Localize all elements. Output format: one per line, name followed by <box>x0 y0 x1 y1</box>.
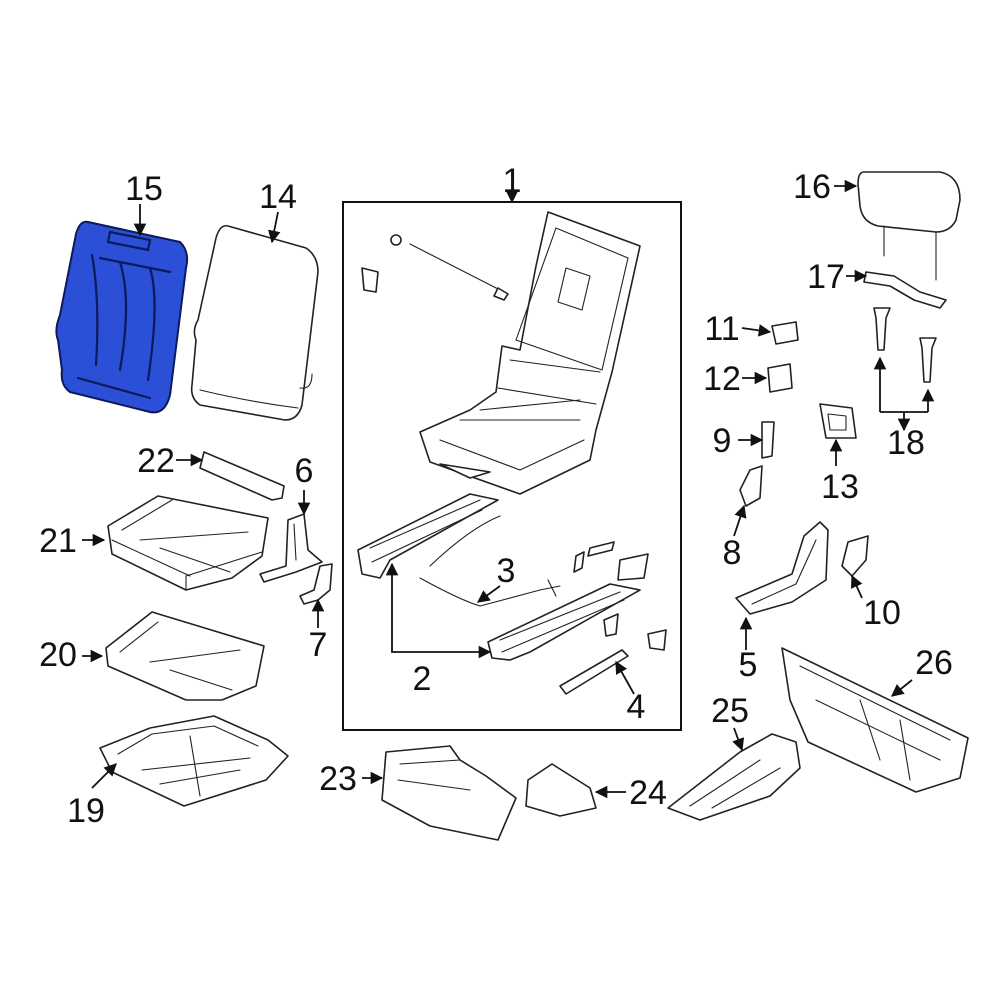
callout-15: 15 <box>125 170 163 208</box>
callout-11: 11 <box>704 310 739 348</box>
callout-16: 16 <box>793 168 831 206</box>
callout-18: 18 <box>887 424 925 462</box>
callout-10: 10 <box>863 594 901 632</box>
part-13-latch-cover[interactable] <box>819 403 857 439</box>
part-23-trim-panel[interactable] <box>381 745 517 841</box>
callout-14: 14 <box>259 178 297 216</box>
part-21-cushion-cover[interactable] <box>107 495 269 591</box>
callout-20: 20 <box>39 636 77 674</box>
part-25-side-shield[interactable] <box>667 733 801 821</box>
callout-1: 1 <box>503 162 522 200</box>
part-9-clip[interactable] <box>761 421 775 459</box>
part-6-bracket[interactable] <box>259 513 323 583</box>
part-20-cushion-pad[interactable] <box>105 611 265 701</box>
callout-6: 6 <box>295 452 314 490</box>
callout-9: 9 <box>713 422 732 460</box>
part-12-cap[interactable] <box>767 363 793 393</box>
part-4-gas-spring[interactable] <box>559 613 667 695</box>
callout-17: 17 <box>807 258 845 296</box>
part-18-bolts[interactable] <box>873 307 937 383</box>
part-1-seat-frame[interactable] <box>361 211 641 495</box>
part-17-guide[interactable] <box>863 271 947 309</box>
part-16-headrest[interactable] <box>857 171 961 281</box>
callout-19: 19 <box>67 792 105 830</box>
callout-7: 7 <box>309 626 328 664</box>
part-2-seat-track[interactable] <box>357 493 641 661</box>
callout-13: 13 <box>821 468 859 506</box>
part-19-seat-pan[interactable] <box>99 715 289 807</box>
callout-26: 26 <box>915 644 953 682</box>
callout-22: 22 <box>137 442 175 480</box>
part-22-strip[interactable] <box>199 451 285 501</box>
callout-labels: 1 2 3 4 5 6 7 8 9 10 11 12 13 14 15 16 1… <box>39 162 953 830</box>
part-14-seatback-pad[interactable] <box>190 224 319 421</box>
leader-lines <box>82 179 935 799</box>
callout-23: 23 <box>319 760 357 798</box>
part-8-bracket[interactable] <box>739 465 763 507</box>
callout-24: 24 <box>629 774 667 812</box>
part-11-cap[interactable] <box>771 321 799 345</box>
callout-5: 5 <box>739 646 758 684</box>
part-5-side-trim[interactable] <box>735 521 829 615</box>
part-24-trim-piece[interactable] <box>525 763 597 817</box>
callout-2: 2 <box>413 660 432 698</box>
part-7-clip[interactable] <box>299 563 333 605</box>
callout-12: 12 <box>703 360 741 398</box>
part-26-back-panel[interactable] <box>781 647 969 793</box>
callout-4: 4 <box>627 688 646 726</box>
part-3-cable[interactable] <box>419 515 649 607</box>
part-10-trim-piece[interactable] <box>841 535 869 577</box>
callout-25: 25 <box>711 692 749 730</box>
callout-8: 8 <box>723 534 742 572</box>
callout-3: 3 <box>497 552 516 590</box>
part-15-seatback-cover[interactable] <box>55 220 189 414</box>
callout-21: 21 <box>39 522 77 560</box>
